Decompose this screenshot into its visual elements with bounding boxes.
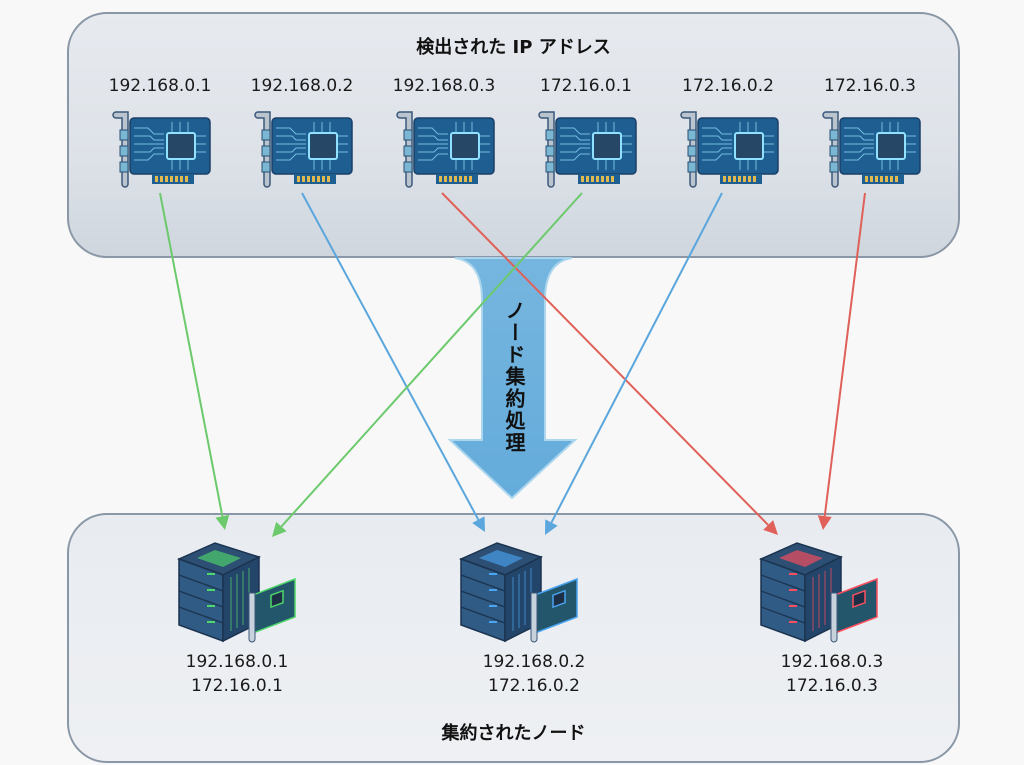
- server-icon: [449, 537, 589, 647]
- detected-ip-title: 検出された IP アドレス: [416, 37, 611, 58]
- node-ip-list: 192.168.0.1 172.16.0.1: [137, 650, 337, 698]
- node-ip: 192.168.0.3: [780, 652, 884, 672]
- node-ip: 172.16.0.2: [488, 676, 580, 696]
- node-ip-list: 192.168.0.2 172.16.0.2: [434, 650, 634, 698]
- network-card-icon: [394, 108, 498, 190]
- node-ip: 192.168.0.2: [482, 652, 586, 672]
- ip-label: 172.16.0.2: [682, 76, 774, 96]
- network-card-icon: [110, 108, 214, 190]
- server-icon: [167, 537, 307, 647]
- ip-label: 172.16.0.1: [540, 76, 632, 96]
- node-ip: 192.168.0.1: [185, 652, 289, 672]
- detected-ip-panel: 検出された IP アドレス 192.168.0.1 192.168.0.2 19…: [67, 12, 960, 258]
- ip-label: 192.168.0.2: [250, 76, 354, 96]
- aggregated-nodes-title: 集約されたノード: [441, 723, 586, 744]
- network-card-icon: [252, 108, 356, 190]
- network-card-icon: [536, 108, 640, 190]
- node-ip-list: 192.168.0.3 172.16.0.3: [732, 650, 932, 698]
- network-card-icon: [820, 108, 924, 190]
- server-icon: [749, 537, 889, 647]
- aggregated-nodes-panel: 192.168.0.1 172.16.0.1 192.168.0.2 172.1…: [67, 513, 960, 763]
- ip-label: 192.168.0.3: [392, 76, 496, 96]
- node-ip: 172.16.0.3: [786, 676, 878, 696]
- ip-label: 172.16.0.3: [824, 76, 916, 96]
- ip-label: 192.168.0.1: [108, 76, 212, 96]
- process-label: ノード集約処理: [502, 300, 526, 454]
- node-ip: 172.16.0.1: [191, 676, 283, 696]
- network-card-icon: [678, 108, 782, 190]
